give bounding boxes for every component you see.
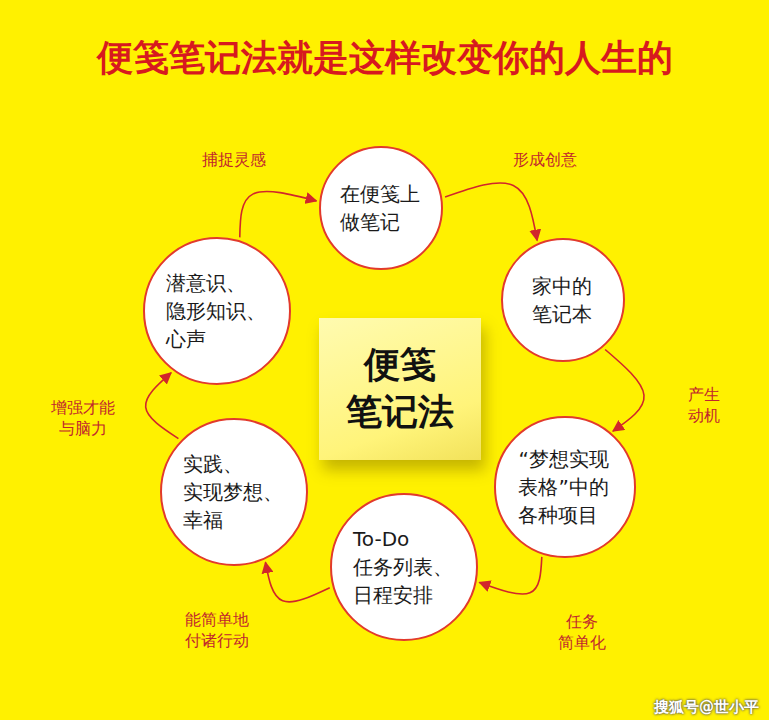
edge-label: 任务 简单化: [553, 612, 611, 654]
step-circle: 家中的 笔记本: [501, 238, 625, 362]
title: 便笺笔记法就是这样改变你的人生的: [0, 34, 769, 83]
step-circle: 潜意识、 隐形知识、 心声: [143, 237, 291, 385]
step-text: To-Do 任务列表、 日程安排: [353, 525, 455, 609]
cycle-arrow: [265, 562, 329, 602]
step-circle: “梦想实现 表格”中的 各种项目: [494, 416, 635, 557]
sticky-note: 便笺 笔记法: [319, 318, 481, 460]
step-text: 家中的 笔记本: [532, 272, 594, 328]
cycle-arrow: [445, 183, 537, 240]
step-text: 潜意识、 隐形知识、 心声: [166, 269, 268, 353]
step-text: “梦想实现 表格”中的 各种项目: [518, 445, 611, 529]
edge-label: 形成创意: [508, 150, 582, 171]
note-text: 便笺 笔记法: [345, 342, 455, 436]
cycle-arrow: [479, 557, 541, 594]
cycle-arrow: [146, 373, 179, 439]
watermark: 搜狐号@世小平: [654, 698, 759, 717]
cycle-arrow: [605, 349, 644, 431]
step-text: 实践、 实现梦想、 幸福: [183, 450, 285, 534]
step-text: 在便笺上 做笔记: [340, 180, 422, 236]
step-circle: 实践、 实现梦想、 幸福: [160, 418, 308, 566]
step-circle: To-Do 任务列表、 日程安排: [330, 493, 478, 641]
cycle-arrow: [240, 191, 317, 237]
step-circle: 在便笺上 做笔记: [319, 146, 443, 270]
edge-label: 增强才能 与脑力: [46, 398, 120, 440]
edge-label: 捕捉灵感: [197, 150, 271, 171]
edge-label: 产生 动机: [683, 385, 725, 427]
edge-label: 能简单地 付诸行动: [180, 610, 254, 652]
